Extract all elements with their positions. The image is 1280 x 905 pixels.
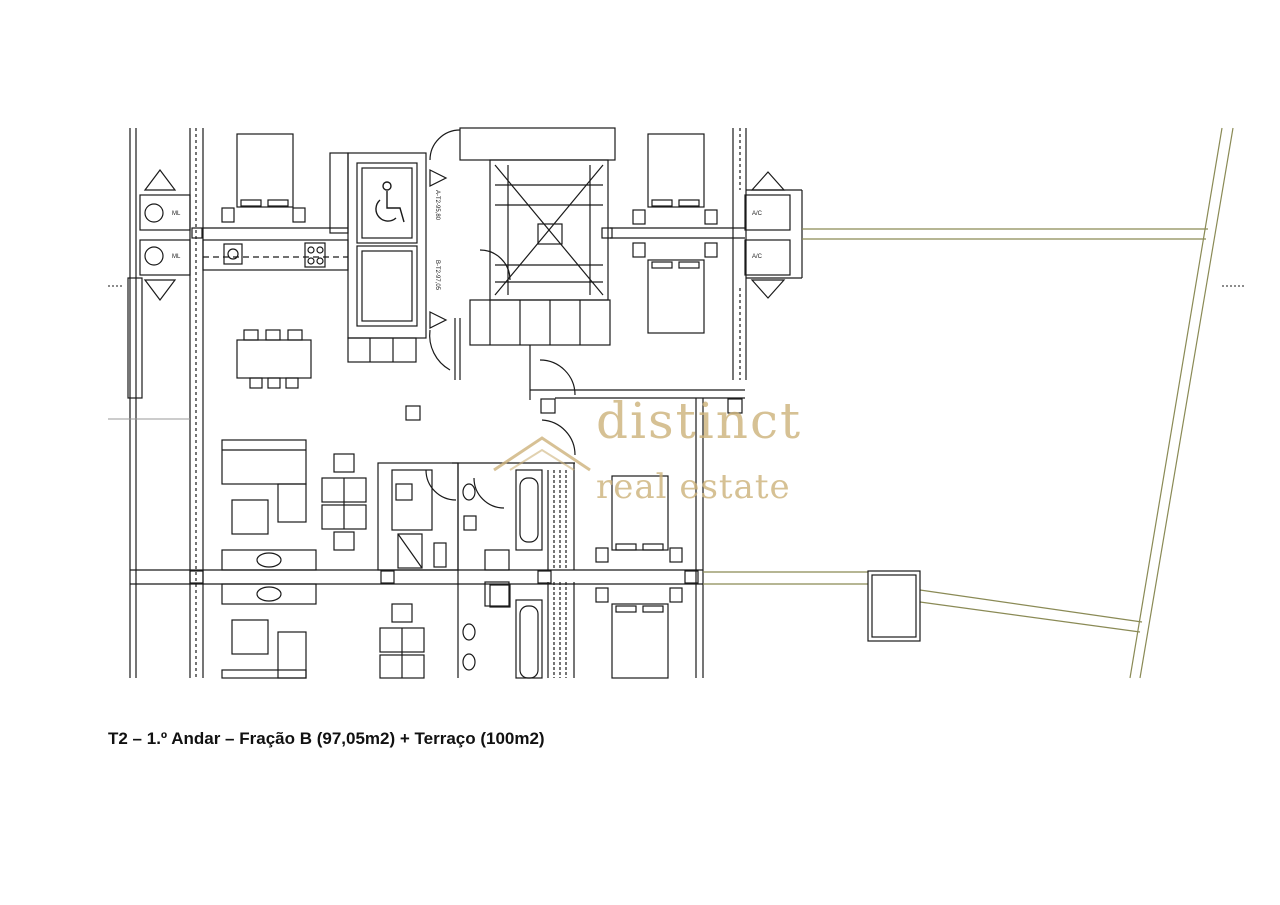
ac-label-1: A/C [752, 211, 763, 217]
wheelchair-icon [375, 181, 405, 223]
logo-line-1: distinct [596, 392, 803, 450]
bed-bottom-right [595, 398, 704, 679]
plan-caption: T2 – 1.º Andar – Fração B (97,05m2) + Te… [108, 729, 545, 748]
column [405, 405, 421, 421]
lift-b-label: B-T2-97,05 [434, 260, 440, 291]
corridor-walls [429, 318, 745, 456]
elevator-shaft [329, 152, 448, 363]
laundry-label-2: ML [172, 254, 181, 260]
floor-slab-band [130, 569, 703, 585]
living-room-furniture [221, 439, 367, 571]
logo-line-2: real estate [596, 467, 791, 507]
dining-table [236, 329, 312, 389]
interior-wall-top [203, 227, 745, 239]
laundry-label-1: ML [172, 211, 181, 217]
bed-top-left [221, 133, 306, 223]
left-exterior-wall [127, 128, 204, 678]
kitchen-counter [202, 239, 349, 271]
staircase [429, 127, 616, 346]
house-roof-icon [493, 436, 591, 472]
bathrooms [377, 462, 575, 679]
laundry-units [139, 169, 203, 301]
right-exterior-wall [732, 128, 803, 380]
ac-label-2: A/C [752, 254, 763, 260]
lower-unit-furniture [221, 583, 425, 679]
section-marks [108, 285, 1244, 420]
distinct-real-estate-logo: distinct real estate [486, 392, 826, 522]
washbasin [489, 584, 511, 608]
lift-a-label: A-T2-95,80 [434, 190, 440, 221]
bed-top-right [632, 133, 718, 334]
terrace-outline [703, 127, 1234, 679]
